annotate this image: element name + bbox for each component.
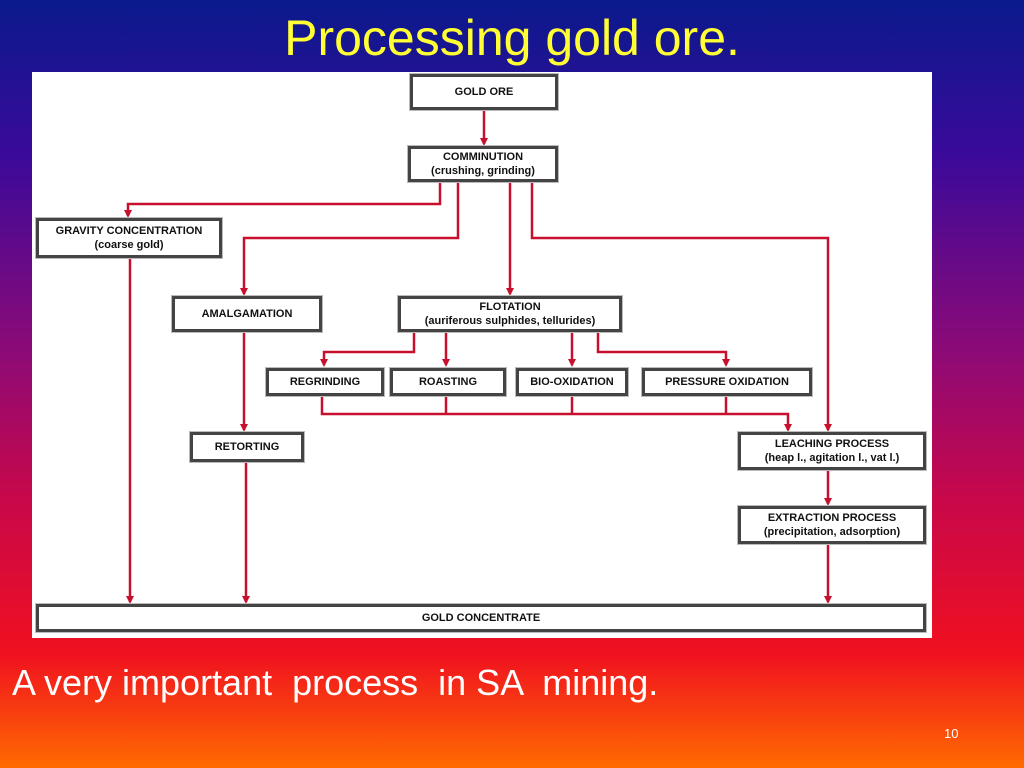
node-extraction-process-label: EXTRACTION PROCESS	[767, 512, 897, 524]
page-number: 10	[944, 726, 959, 741]
node-bio-oxidation: BIO-OXIDATION	[515, 367, 629, 397]
edge-comminution-leaching	[530, 182, 832, 432]
node-gravity-concentration: GRAVITY CONCENTRATION (coarse gold)	[35, 217, 223, 259]
node-comminution-sub: (crushing, grinding)	[431, 165, 535, 177]
edge-flotation-pressure	[596, 332, 730, 367]
node-bio-oxidation-label: BIO-OXIDATION	[530, 376, 614, 388]
node-gold-ore: GOLD ORE	[409, 73, 559, 111]
node-extraction-process: EXTRACTION PROCESS (precipitation, adsor…	[737, 505, 927, 545]
edge-comminution-amalgamation	[240, 182, 460, 296]
node-roasting-label: ROASTING	[418, 376, 478, 388]
node-retorting-label: RETORTING	[214, 441, 280, 453]
node-leaching-process-sub: (heap l., agitation l., vat l.)	[764, 452, 900, 464]
node-gravity-concentration-label: GRAVITY CONCENTRATION	[55, 225, 203, 237]
edge-flotation-regrinding	[320, 328, 416, 367]
edge-comminution-gravity	[124, 176, 442, 218]
node-regrinding-label: REGRINDING	[289, 376, 361, 388]
flowchart-panel: GOLD ORE COMMINUTION (crushing, grinding…	[32, 72, 932, 638]
node-gravity-concentration-sub: (coarse gold)	[94, 239, 164, 251]
node-pressure-oxidation-label: PRESSURE OXIDATION	[665, 376, 789, 388]
node-retorting: RETORTING	[189, 431, 305, 463]
node-leaching-process: LEACHING PROCESS (heap l., agitation l.,…	[737, 431, 927, 471]
node-flotation-label: FLOTATION	[479, 301, 541, 313]
node-flotation-sub: (auriferous sulphides, tellurides)	[424, 315, 596, 327]
node-pressure-oxidation: PRESSURE OXIDATION	[641, 367, 813, 397]
node-leaching-process-label: LEACHING PROCESS	[774, 438, 890, 450]
node-flotation: FLOTATION (auriferous sulphides, telluri…	[397, 295, 623, 333]
node-regrinding: REGRINDING	[265, 367, 385, 397]
node-comminution: COMMINUTION (crushing, grinding)	[407, 145, 559, 183]
node-roasting: ROASTING	[389, 367, 507, 397]
node-comminution-label: COMMINUTION	[442, 151, 524, 163]
edge-bus	[320, 394, 792, 432]
node-amalgamation-label: AMALGAMATION	[201, 308, 293, 320]
node-amalgamation: AMALGAMATION	[171, 295, 323, 333]
node-gold-concentrate: GOLD CONCENTRATE	[35, 603, 927, 633]
node-extraction-process-sub: (precipitation, adsorption)	[763, 526, 901, 538]
node-gold-ore-label: GOLD ORE	[454, 86, 514, 98]
slide-caption: A very important process in SA mining.	[12, 662, 659, 703]
slide-title: Processing gold ore.	[284, 10, 740, 66]
flowchart-connectors	[124, 110, 832, 604]
node-gold-concentrate-label: GOLD CONCENTRATE	[421, 612, 541, 624]
